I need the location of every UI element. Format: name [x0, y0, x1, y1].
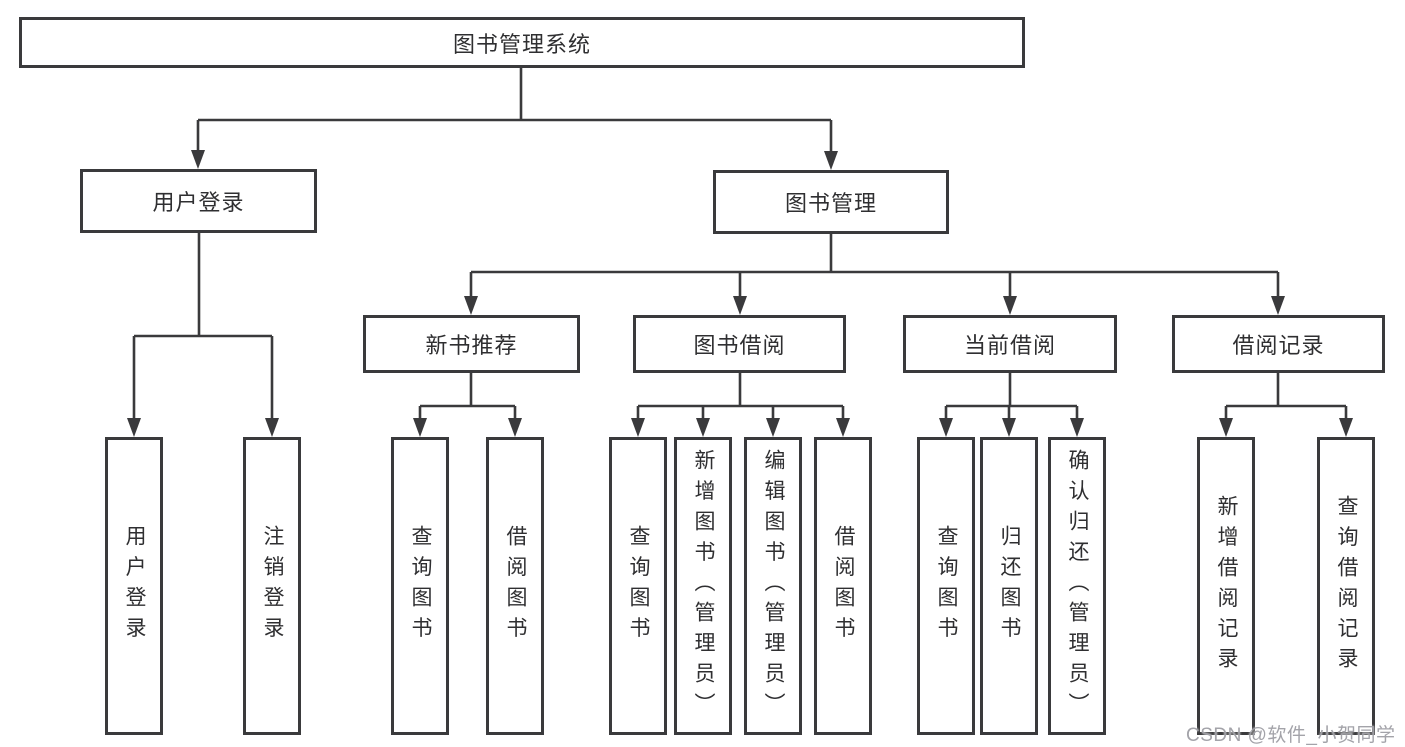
arrowhead-icon: [1003, 296, 1017, 315]
node-label: 用户登录: [152, 190, 245, 215]
node-new-book-recommendation: 新书推荐: [363, 315, 580, 373]
node-borrowing-records: 借阅记录: [1172, 315, 1385, 373]
arrowhead-icon: [939, 418, 953, 437]
leaf-label: 编辑图书（管理员）: [762, 448, 785, 724]
leaf-label: 查询图书: [935, 525, 958, 647]
leaf-logout: 注销登录: [243, 437, 301, 735]
connector-borrowrecord-to-leaves: [1224, 373, 1348, 420]
connector-bookmgmt-to-level3: [469, 234, 1280, 298]
arrowhead-icon: [265, 418, 279, 437]
leaf-borrow-books-borrowing: 借阅图书: [814, 437, 872, 735]
leaf-label: 查询借阅记录: [1335, 494, 1358, 678]
leaf-label: 查询图书: [627, 525, 650, 647]
arrowhead-icon: [1339, 418, 1353, 437]
watermark-text: CSDN @软件_小贺同学: [1186, 725, 1396, 746]
arrowhead-icon: [696, 418, 710, 437]
node-book-management: 图书管理: [713, 170, 949, 234]
node-library-management-system: 图书管理系统: [19, 17, 1025, 68]
arrowhead-icon: [824, 151, 838, 170]
node-book-borrowing: 图书借阅: [633, 315, 846, 373]
leaf-query-borrow-record: 查询借阅记录: [1317, 437, 1375, 735]
leaf-add-borrow-record: 新增借阅记录: [1197, 437, 1255, 735]
leaf-confirm-return-admin: 确认归还（管理员）: [1048, 437, 1106, 735]
leaf-label: 注销登录: [261, 525, 284, 647]
node-label: 图书借阅: [693, 333, 786, 358]
connector-newbook-to-leaves: [418, 373, 517, 420]
arrowhead-icon: [1219, 418, 1233, 437]
arrowhead-icon: [464, 296, 478, 315]
arrowhead-icon: [413, 418, 427, 437]
connector-currentborrow-to-leaves: [944, 373, 1079, 420]
leaf-label: 新增图书（管理员）: [692, 448, 715, 724]
node-label: 当前借阅: [963, 333, 1056, 358]
node-label: 图书管理: [784, 191, 877, 216]
leaf-label: 借阅图书: [832, 525, 855, 647]
leaf-label: 新增借阅记录: [1215, 494, 1238, 678]
leaf-add-books-admin: 新增图书（管理员）: [674, 437, 732, 735]
leaf-query-books-current: 查询图书: [917, 437, 975, 735]
leaf-label: 归还图书: [998, 525, 1021, 647]
leaf-edit-books-admin: 编辑图书（管理员）: [744, 437, 802, 735]
arrowhead-icon: [733, 296, 747, 315]
connector-bookborrow-to-leaves: [636, 373, 845, 420]
arrowhead-icon: [1070, 418, 1084, 437]
leaf-label: 查询图书: [409, 525, 432, 647]
node-label: 新书推荐: [425, 333, 518, 358]
leaf-label: 确认归还（管理员）: [1066, 448, 1089, 724]
leaf-label: 借阅图书: [504, 525, 527, 647]
connector-userlogin-to-leaves: [132, 233, 274, 420]
node-label: 借阅记录: [1232, 333, 1325, 358]
arrowhead-icon: [631, 418, 645, 437]
arrowhead-icon: [766, 418, 780, 437]
arrowhead-icon: [1271, 296, 1285, 315]
leaf-label: 用户登录: [123, 525, 146, 647]
arrowhead-icon: [191, 150, 205, 169]
arrowhead-icon: [508, 418, 522, 437]
arrowhead-icon: [127, 418, 141, 437]
leaf-query-books-borrowing: 查询图书: [609, 437, 667, 735]
leaf-return-books: 归还图书: [980, 437, 1038, 735]
node-user-login: 用户登录: [80, 169, 317, 233]
leaf-query-books-recommend: 查询图书: [391, 437, 449, 735]
connector-root-to-level2: [196, 68, 833, 153]
leaf-user-login: 用户登录: [105, 437, 163, 735]
node-label: 图书管理系统: [452, 31, 591, 57]
arrowhead-icon: [1002, 418, 1016, 437]
node-current-borrowing: 当前借阅: [903, 315, 1117, 373]
arrowhead-icon: [836, 418, 850, 437]
leaf-borrow-books-recommend: 借阅图书: [486, 437, 544, 735]
